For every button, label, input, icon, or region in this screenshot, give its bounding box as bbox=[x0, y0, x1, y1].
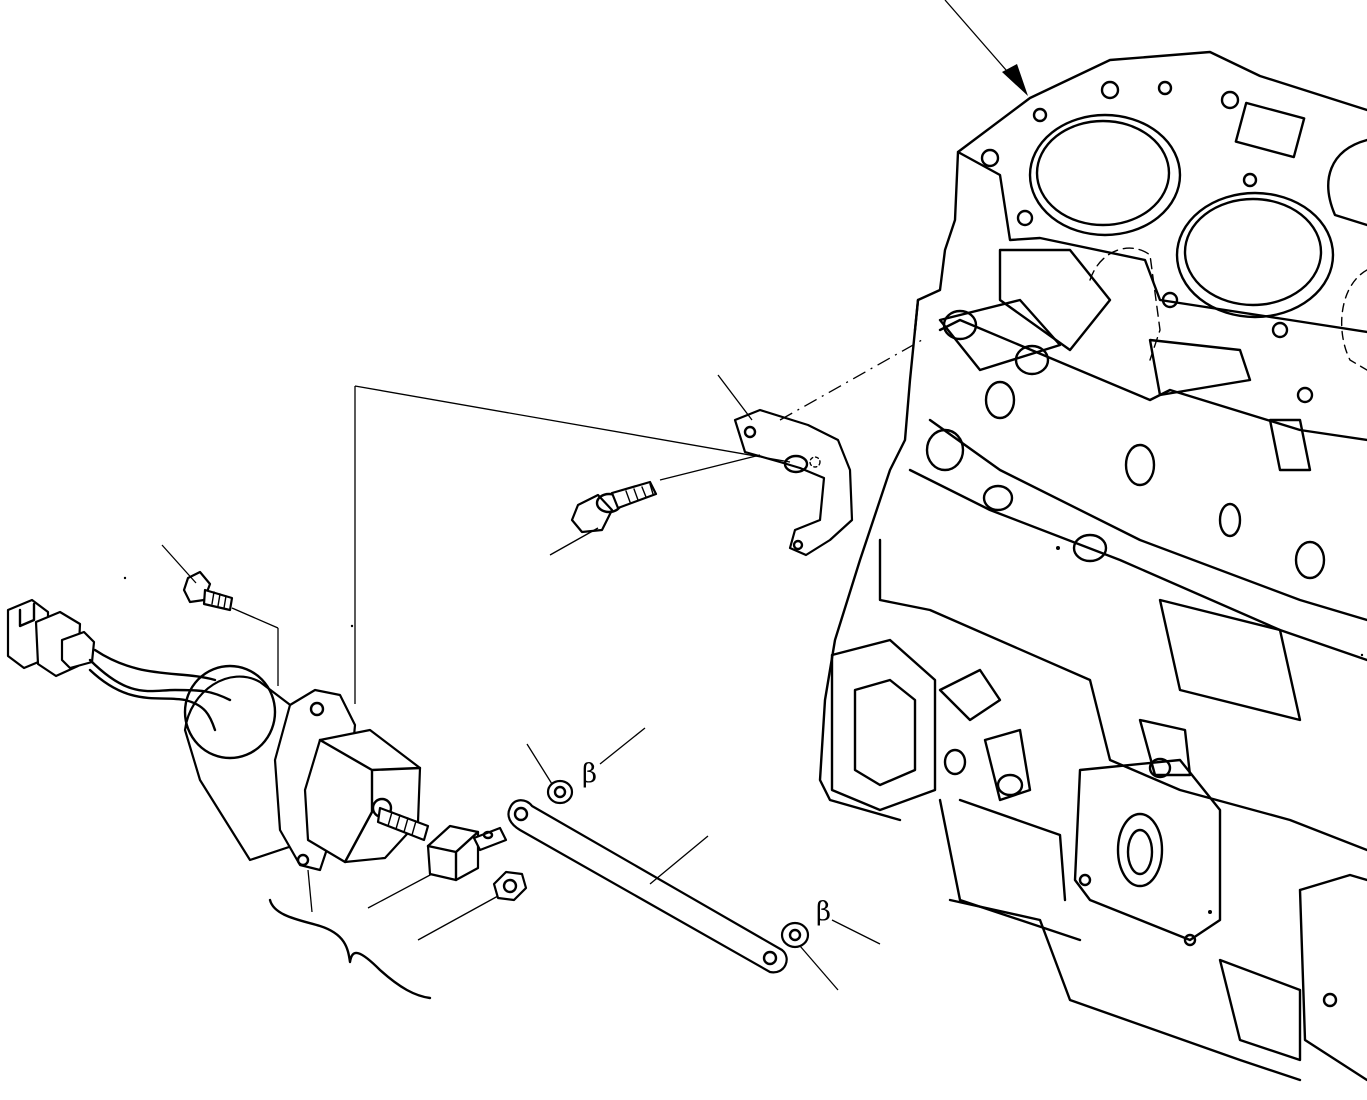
solenoid-connector bbox=[6, 598, 232, 732]
washer bbox=[546, 779, 574, 805]
solenoid-mounting-bolt bbox=[182, 570, 234, 612]
lock-nut bbox=[492, 870, 528, 902]
rod-end-block bbox=[426, 824, 508, 882]
cotter-pin-mark: β bbox=[582, 759, 597, 789]
stop-solenoid bbox=[183, 664, 430, 872]
link-rod bbox=[507, 799, 788, 974]
scan-specks bbox=[123, 546, 1364, 914]
cylinder-block bbox=[818, 50, 1367, 1082]
cotter-pin-mark: β bbox=[816, 897, 831, 927]
bracket-bolt bbox=[570, 480, 658, 534]
assembly-brace bbox=[268, 898, 432, 1000]
washer bbox=[780, 921, 810, 949]
block-pointer-arrow bbox=[944, 0, 1028, 96]
leader-lines bbox=[161, 339, 923, 991]
mounting-bracket bbox=[733, 408, 854, 557]
